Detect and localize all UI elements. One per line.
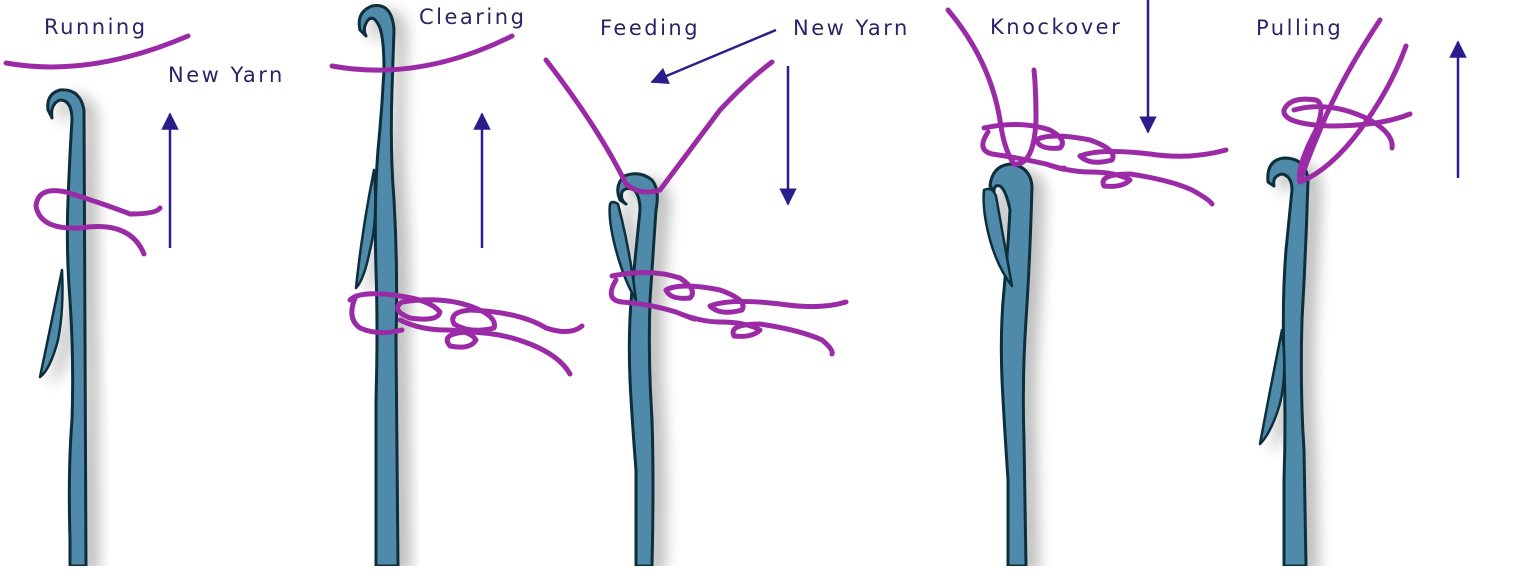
- yarn-clearing-top: [329, 33, 515, 73]
- yarn-pulling: [1281, 17, 1413, 185]
- yarn-feeding-v: [543, 57, 775, 195]
- yarn-running: [33, 188, 163, 257]
- yarn-clearing-fabric: [347, 291, 585, 377]
- label-feeding: Feeding: [600, 16, 701, 40]
- needle-clearing: [354, 4, 400, 568]
- stage-pulling: [1258, 17, 1467, 568]
- stage-knockover: [945, 0, 1229, 568]
- yarn-knockover-fabric: [980, 121, 1229, 207]
- stage-running: [3, 33, 191, 568]
- label-knockover: Knockover: [990, 15, 1123, 39]
- stage-feeding: [543, 28, 849, 568]
- yarn-feeding-fabric: [608, 269, 849, 357]
- label-new-yarn-2: New Yarn: [793, 16, 910, 40]
- needle-knockover: [982, 162, 1034, 568]
- needle-feeding: [608, 172, 659, 568]
- arrow-feeding-diagonal: [650, 28, 777, 84]
- label-running: Running: [44, 15, 148, 39]
- label-clearing: Clearing: [419, 5, 527, 29]
- yarn-old-loop-arc: [3, 33, 191, 70]
- yarn-knockover-v: [945, 7, 1039, 167]
- stage-clearing: [329, 4, 585, 568]
- needle-running: [38, 88, 88, 568]
- label-pulling: Pulling: [1256, 16, 1344, 40]
- label-new-yarn-1: New Yarn: [168, 63, 285, 87]
- needle-pulling: [1258, 156, 1310, 568]
